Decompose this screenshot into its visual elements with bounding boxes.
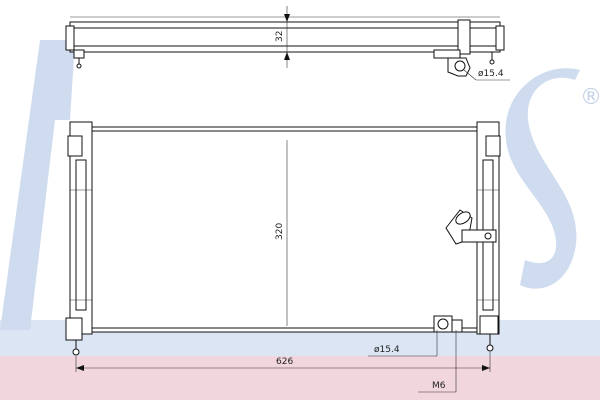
watermark-letter-a bbox=[0, 40, 75, 330]
right-bottom-pin-head bbox=[486, 344, 494, 352]
left-mount-bracket-top bbox=[67, 135, 83, 157]
watermark-band-pink bbox=[0, 356, 600, 400]
outlet-diameter-label: ø15.4 bbox=[478, 69, 504, 79]
top-view: ø15.4 bbox=[65, 16, 510, 81]
right-mount-bracket-bottom bbox=[479, 315, 499, 335]
top-view-right-bracket bbox=[433, 49, 461, 59]
inlet-diameter-label: ø15.4 bbox=[374, 345, 400, 355]
width-dimension-label: 626 bbox=[276, 357, 293, 367]
registered-mark: ® bbox=[580, 85, 600, 110]
bottom-outlet-port bbox=[437, 318, 449, 330]
height-arrow-bottom bbox=[284, 52, 290, 60]
top-view-left-cap bbox=[65, 25, 75, 51]
bottom-dimensions: ø15.4 626 M6 bbox=[75, 330, 491, 393]
height-dimension-label: 32 bbox=[275, 31, 285, 42]
top-view-header-tank bbox=[69, 21, 501, 53]
height-dimension: 32 bbox=[275, 6, 290, 68]
width-arrow-left bbox=[76, 365, 84, 371]
front-view: 320 bbox=[65, 121, 501, 356]
watermark-letter-s bbox=[505, 68, 580, 289]
top-view-right-pin-head bbox=[489, 59, 495, 65]
width-arrow-right bbox=[482, 365, 490, 371]
core-height-label: 320 bbox=[275, 223, 285, 240]
top-view-left-bracket bbox=[73, 49, 85, 59]
top-view-outlet-port bbox=[454, 60, 466, 72]
inlet-bracket-hole bbox=[484, 232, 492, 240]
height-arrow-top bbox=[284, 14, 290, 22]
bottom-thread-stud bbox=[451, 319, 463, 333]
left-mount-bracket-bottom bbox=[65, 317, 83, 341]
radiator-core bbox=[91, 126, 478, 333]
top-view-outlet-leader bbox=[463, 69, 477, 81]
top-view-left-pin-head bbox=[76, 63, 82, 69]
right-mount-bracket-top bbox=[485, 135, 501, 157]
thread-label: M6 bbox=[432, 381, 446, 391]
left-tank-inner bbox=[75, 159, 87, 311]
top-view-right-cap bbox=[495, 25, 505, 51]
left-bottom-pin-head bbox=[72, 348, 80, 356]
inlet-port bbox=[455, 211, 471, 225]
top-view-right-block bbox=[457, 19, 471, 55]
